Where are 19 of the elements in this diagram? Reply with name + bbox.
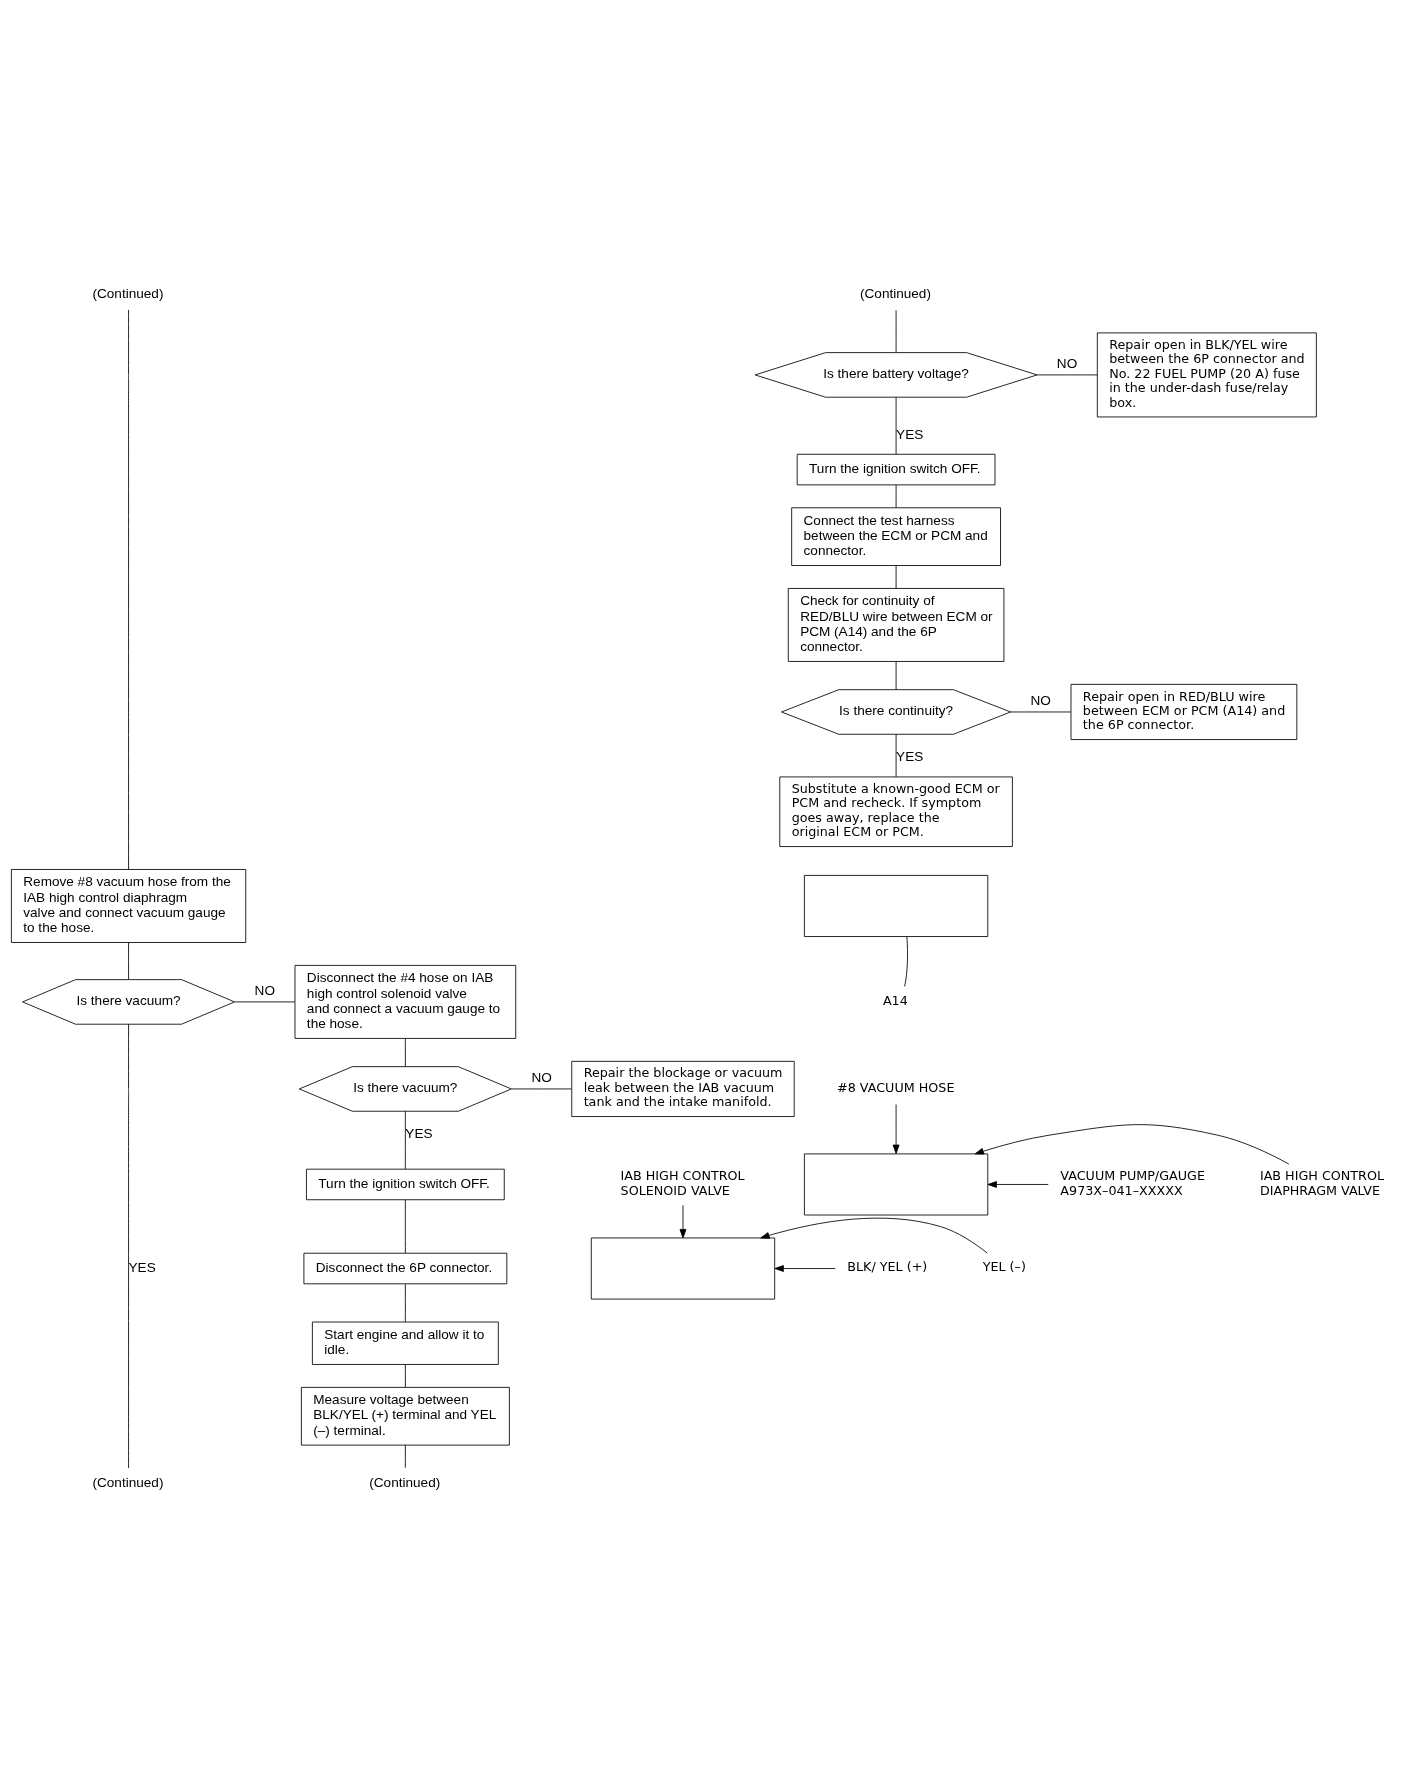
node-text: YEL (–)	[982, 1259, 1026, 1275]
node-text: (Continued)	[860, 285, 931, 301]
edge-label: YES	[405, 1126, 433, 1142]
node-text: BLK/ YEL (+)	[847, 1259, 928, 1275]
edge-label: YES	[896, 426, 924, 442]
node-text: (Continued)	[92, 285, 164, 301]
edge-label: NO	[1030, 693, 1051, 709]
node-text: (Continued)	[92, 1474, 164, 1490]
edge-label: YES	[896, 749, 924, 765]
edge-label: YES	[128, 1259, 156, 1275]
node-text: IAB HIGH CONTROL SOLENOID VALVE	[620, 1168, 745, 1198]
node-text: #8 VACUUM HOSE	[837, 1079, 955, 1095]
node-text: A14	[882, 992, 908, 1008]
edge-label: NO	[1056, 355, 1078, 371]
node-text: IAB HIGH CONTROL DIAPHRAGM VALVE	[1259, 1168, 1385, 1198]
edge-label: NO	[531, 1069, 552, 1085]
node-text: (Continued)	[369, 1474, 441, 1490]
edge-label: NO	[254, 982, 275, 998]
node-text: VACUUM PUMP/GAUGE A973X–041–XXXXX	[1060, 1168, 1205, 1198]
